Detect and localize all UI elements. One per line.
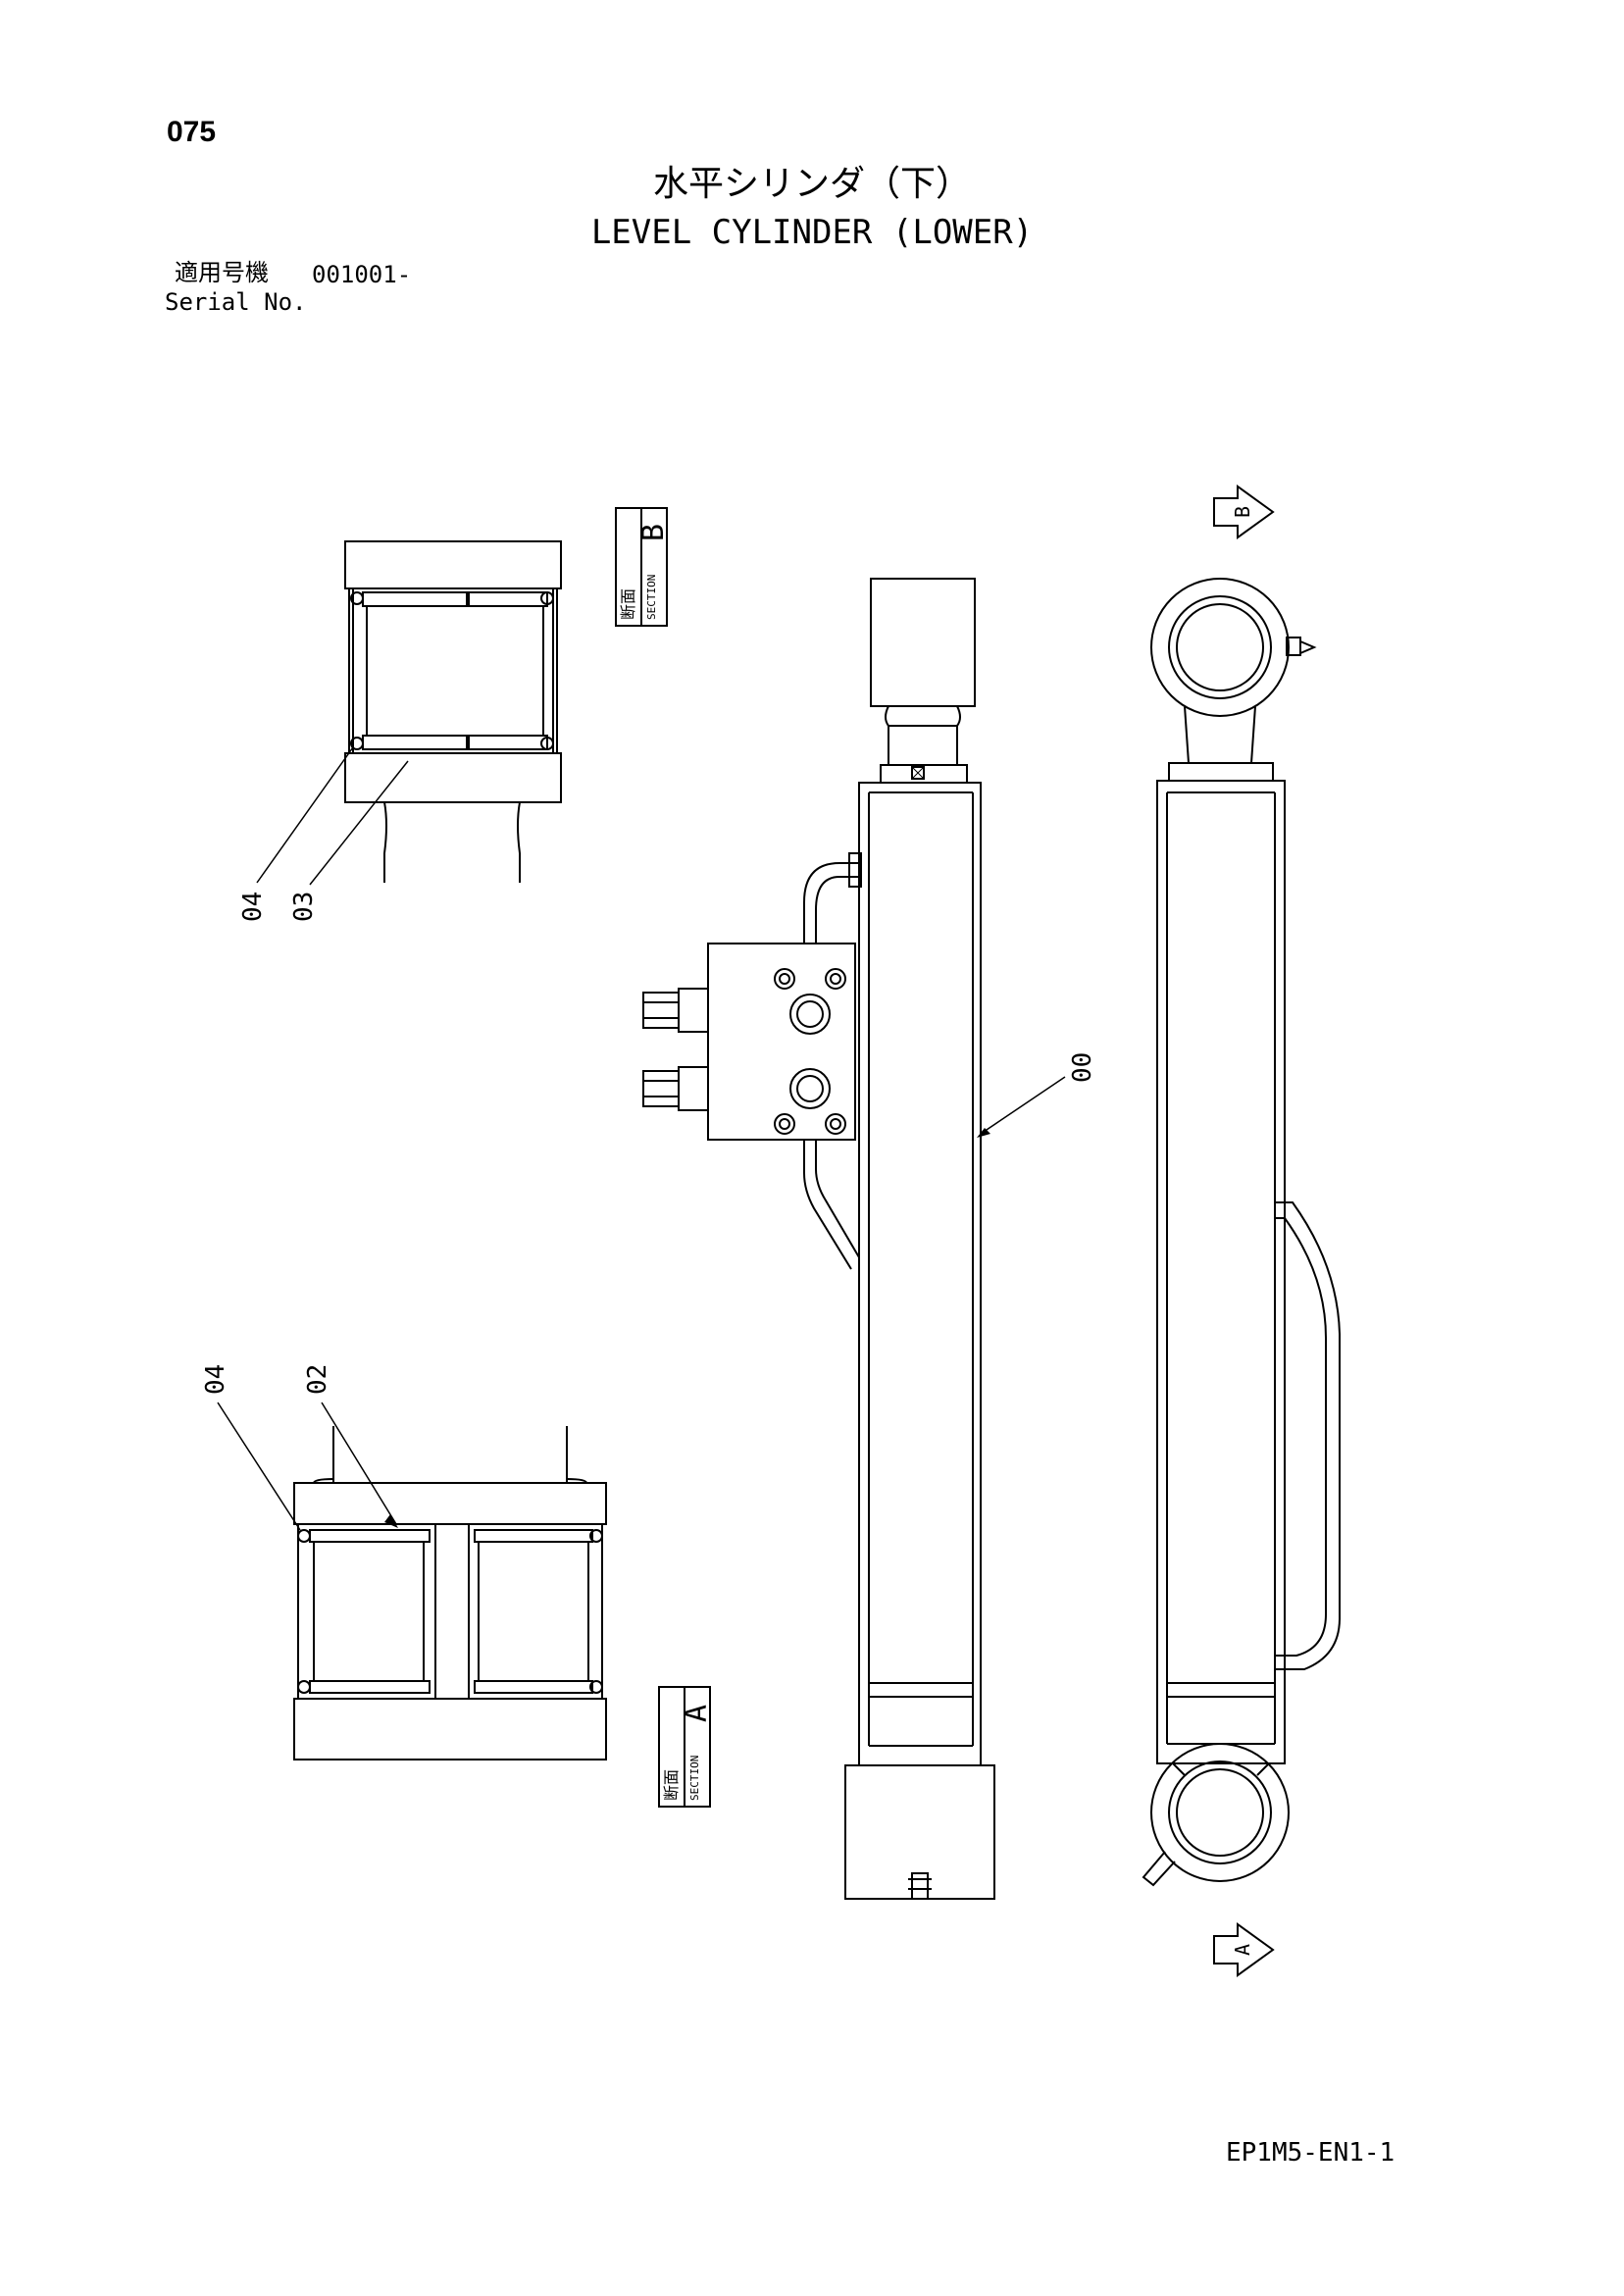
leader-b-03 (309, 760, 409, 886)
leader-b-04 (256, 746, 354, 884)
section-a-detail (293, 1426, 607, 1760)
view-arrow-a-letter: A (1231, 1944, 1254, 1956)
leader-main-00 (980, 1076, 1066, 1135)
document-code: EP1M5-EN1-1 (1226, 2138, 1396, 2168)
cylinder-front-view (642, 578, 995, 1900)
view-arrow-b-letter: B (1231, 506, 1254, 518)
title-japanese: 水平シリンダ（下） (652, 164, 971, 204)
view-arrow-a (1213, 1922, 1275, 1977)
callout-a-04: 04 (201, 1364, 230, 1395)
section-b-label (615, 507, 668, 627)
section-b-label-jp: 断面 (619, 588, 637, 620)
section-a-label (658, 1686, 711, 1808)
callout-main-00: 00 (1068, 1052, 1097, 1083)
serial-label-japanese: 適用号機 (175, 259, 269, 286)
view-arrow-b (1213, 485, 1275, 539)
callout-a-02: 02 (303, 1364, 332, 1395)
section-a-letter: A (680, 1705, 714, 1722)
title-english: LEVEL CYLINDER (LOWER) (590, 213, 1034, 252)
page-number: 075 (167, 116, 217, 148)
cylinder-side-view (1142, 578, 1341, 1887)
callout-b-03: 03 (289, 892, 319, 922)
section-a-label-en: SECTION (688, 1756, 701, 1801)
section-a-label-jp: 断面 (662, 1769, 681, 1801)
serial-number-value: 001001- (312, 261, 412, 288)
leader-a-02 (321, 1402, 397, 1525)
leader-a-04 (217, 1402, 301, 1531)
callout-b-04: 04 (238, 892, 268, 922)
section-b-label-en: SECTION (645, 575, 658, 620)
serial-label-english: Serial No. (165, 288, 307, 316)
section-b-letter: B (636, 524, 671, 541)
section-b-detail (344, 540, 562, 883)
